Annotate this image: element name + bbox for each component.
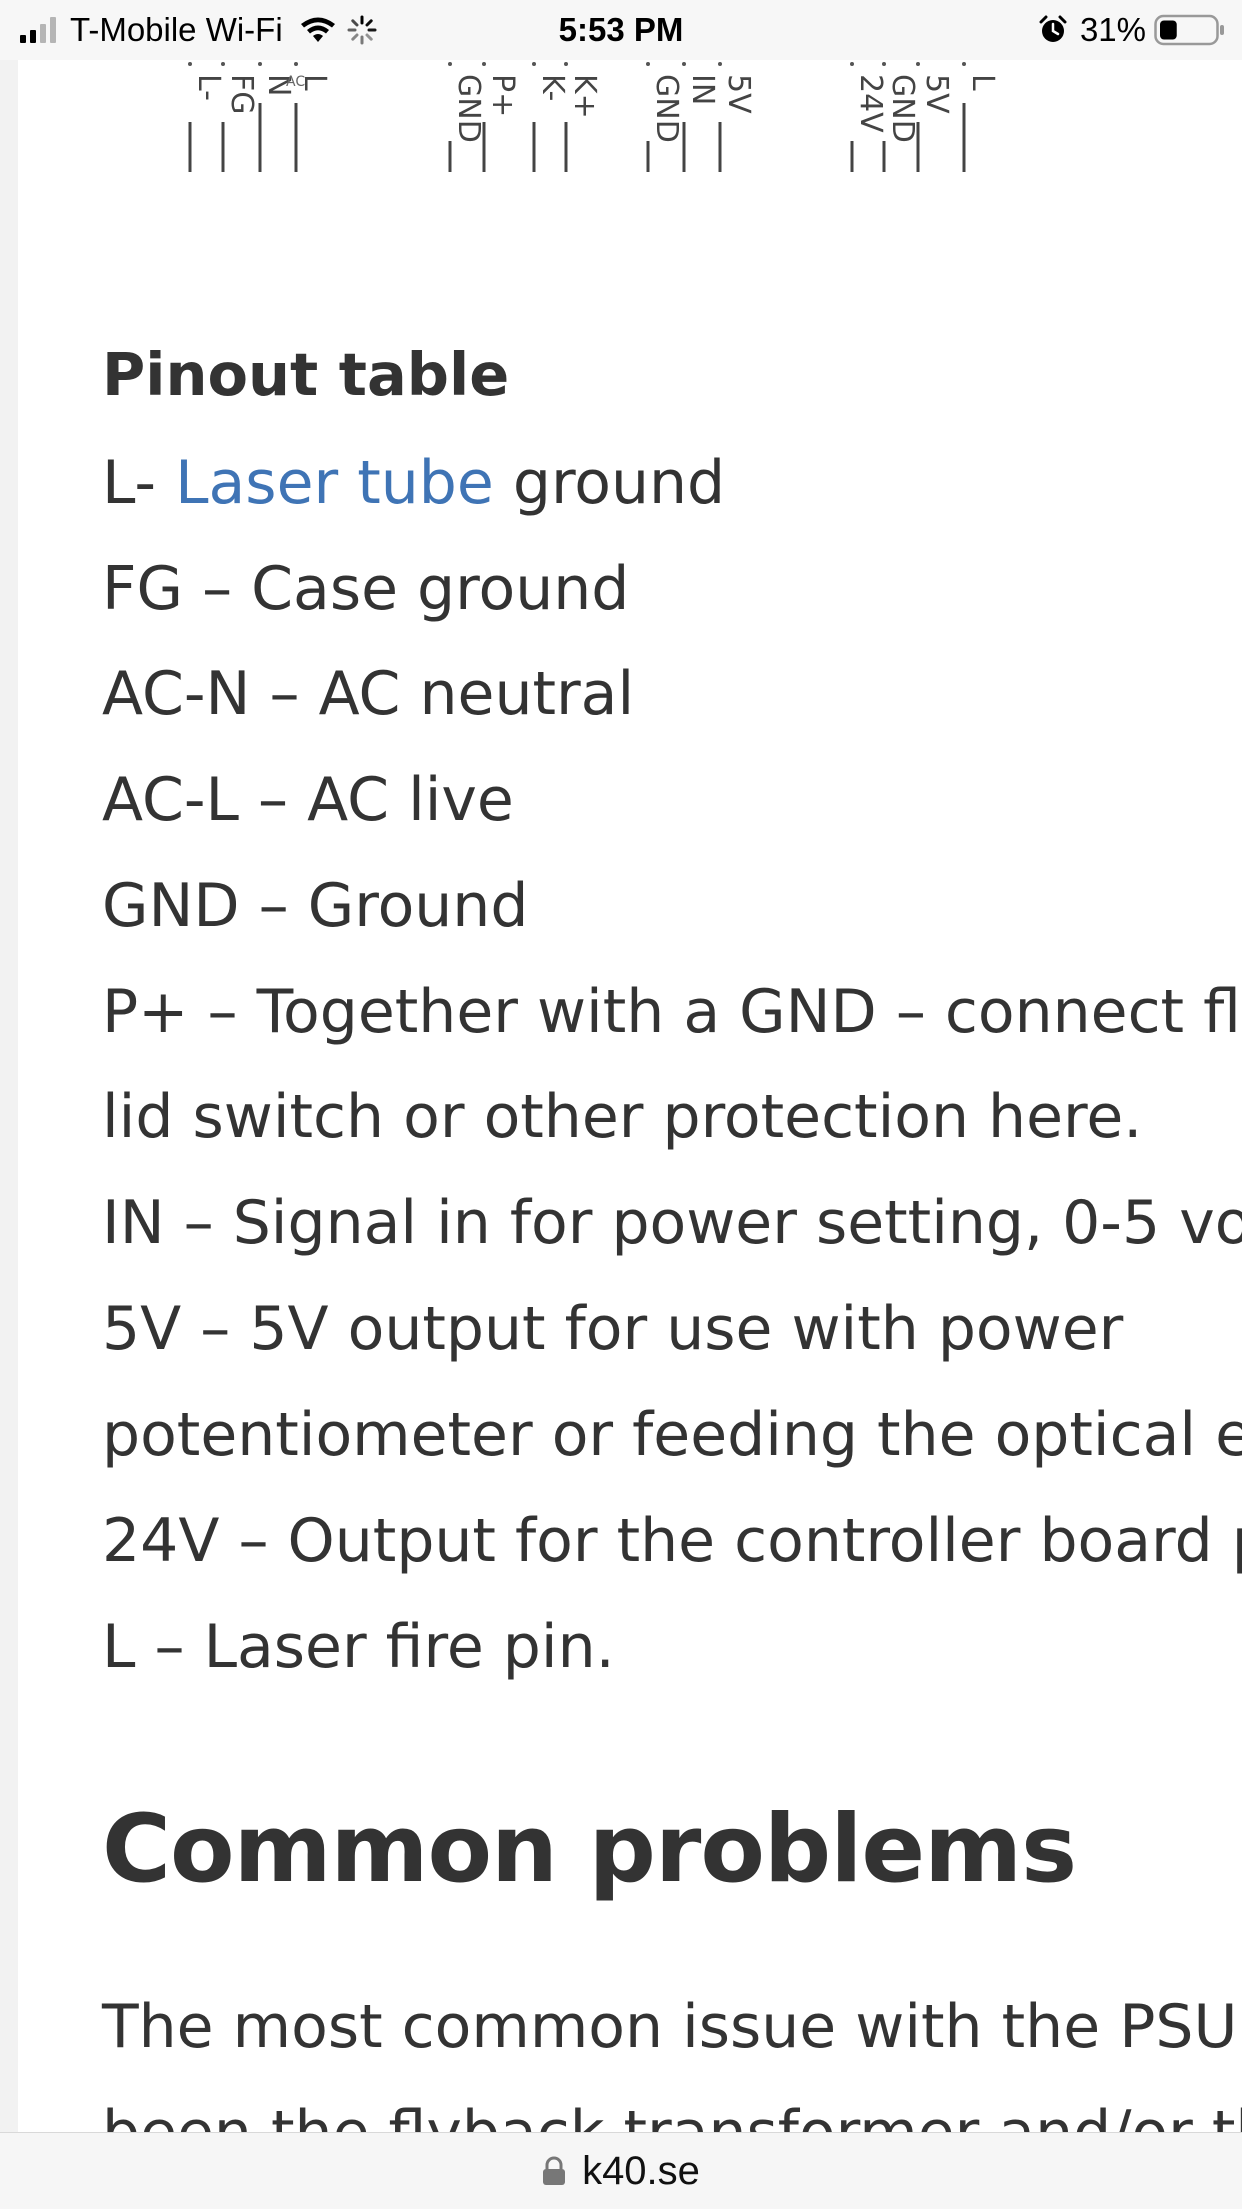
diagram-pin-label: GND [885,74,920,143]
pinout-line: L – Laser fire pin. [102,1612,615,1682]
diagram-pin-dot [532,62,536,66]
pinout-line: lid switch or other protection here. [102,1082,1143,1152]
signal-icon [20,17,56,43]
pinout-line: GND – Ground [102,871,529,941]
diagram-pin-dot [962,62,966,66]
url-bar[interactable]: k40.se [0,2132,1242,2209]
pinout-line: FG – Case ground [102,554,630,624]
laser-tube-link[interactable]: Laser tube [175,448,494,518]
battery-percent: 31% [1079,11,1146,48]
page-left-gutter [0,60,18,2132]
common-problems-heading: Common problems [102,1795,1077,1904]
status-bar-left: T-Mobile Wi-Fi [20,10,377,50]
pinout-line: AC-L – AC live [102,765,514,835]
pinout-line: AC-N – AC neutral [102,659,635,729]
diagram-pin-dot [682,62,686,66]
pinout-line: IN – Signal in for power setting, 0-5 vo… [102,1188,1242,1258]
diagram-pin-dot [564,62,568,66]
diagram-pin-label: 5V [721,74,756,114]
diagram-pin-dot [448,62,452,66]
clock: 5:53 PM [558,11,684,48]
diagram-pin-label: K+ [567,74,602,119]
alarm-icon [1039,15,1067,42]
status-bar-right: 31% [1038,10,1226,50]
diagram-pin-label: N [261,74,296,96]
diagram-pin-label: GND [649,74,684,143]
diagram-pin-dot [718,62,722,66]
diagram-pin-label: P+ [485,74,520,117]
pinout-line: 5V – 5V output for use with power [102,1294,1124,1364]
diagram-pin-label: L [297,74,332,91]
battery-icon [1154,14,1224,46]
diagram-pin-dot [882,62,886,66]
diagram-pin-dot [850,62,854,66]
pinout-line-laser: L- Laser tube ground [102,448,726,518]
paragraph-line: been the flyback transformer and/or the [102,2098,1242,2132]
diagram-ac-label: AC [286,74,305,90]
diagram-pin-dot [294,62,298,66]
diagram-pin-dot [258,62,262,66]
wifi-icon [300,17,335,42]
diagram-pin-label: L [965,74,1000,91]
lock-icon [543,2156,566,2185]
pinout-line: P+ – Together with a GND – connect flow [102,977,1242,1047]
diagram-pin-label: 5V [919,74,954,114]
diagram-pin-dot [646,62,650,66]
pinout-line: potentiometer or feeding the optical end [102,1400,1242,1470]
diagram-pin-label: GND [451,74,486,143]
diagram-pin-label: 24V [853,74,888,133]
diagram-pin-label: IN [685,74,720,105]
pinout-table-heading: Pinout table [102,340,510,409]
spinner-icon [347,15,377,45]
paragraph-line: The most common issue with the PSU´s h [102,1992,1242,2062]
diagram-pin-dot [221,62,225,66]
url-domain: k40.se [582,2148,700,2193]
diagram-pin-label: L- [191,74,226,101]
status-bar: T-Mobile Wi-Fi 5:53 PM [0,0,1242,60]
diagram-pin-label: FG [224,74,259,115]
diagram-pin-label: K- [535,74,570,101]
diagram-pin-dot [188,62,192,66]
diagram-pin-dot [482,62,486,66]
pinout-line: 24V – Output for the controller board po… [102,1506,1242,1576]
carrier-name: T-Mobile Wi-Fi [70,11,283,48]
diagram-pin-dot [916,62,920,66]
